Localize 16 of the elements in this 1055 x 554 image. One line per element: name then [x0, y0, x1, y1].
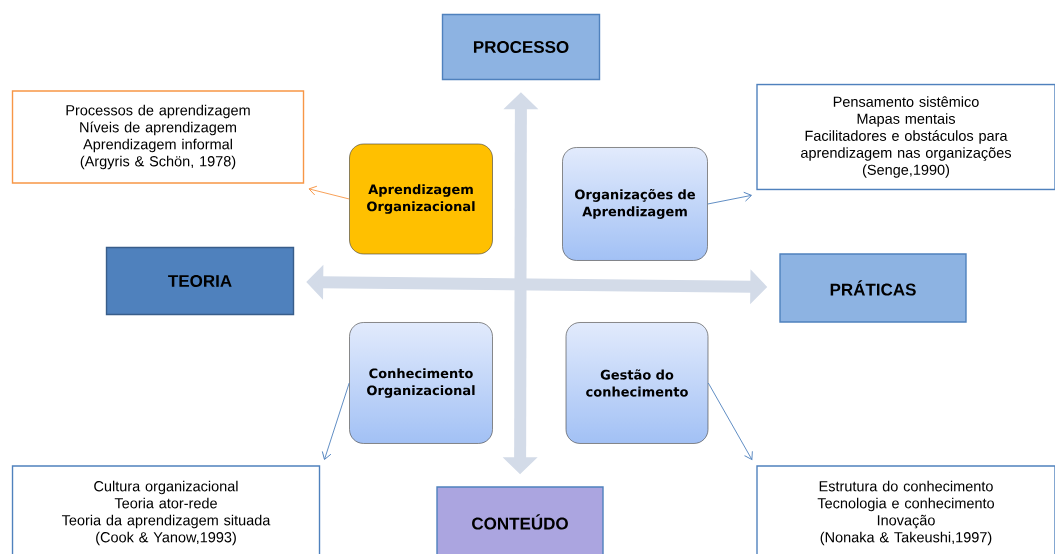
heading-box: CONTEÚDO	[436, 486, 604, 554]
note-box: Cultura organizacional Teoria ator-rede Teoria da aprendizagem situada (Cook & Yanow,1993)	[11, 465, 321, 554]
concept-box: Conhecimento Organizacional	[349, 322, 493, 444]
arrow	[321, 382, 350, 460]
heading-box: PROCESSO	[441, 13, 601, 81]
heading-box: PRÁTICAS	[779, 253, 967, 323]
note-box: Estrutura do conhecimento Tecnologia e conhecimento Inovação (Nonaka & Takeushi,1997)	[756, 465, 1055, 554]
concept-box: Gestão do conhecimento	[565, 322, 709, 444]
concept-box: Aprendizagem Organizacional	[349, 143, 493, 255]
arrow	[308, 185, 350, 200]
arrow	[707, 191, 752, 205]
note-box: Pensamento sistêmico Mapas mentais Facilitadores e obstáculos para aprendizagem nas organizações (Senge,1990)	[756, 83, 1055, 191]
note-box: Processos de aprendizagem Níveis de aprendizagem Aprendizagem informal (Argyris & Schön, 1978)	[11, 90, 305, 184]
concept-box: Organizações de Aprendizagem	[562, 147, 708, 261]
heading-box: TEORIA	[105, 246, 295, 316]
arrow	[707, 382, 753, 460]
